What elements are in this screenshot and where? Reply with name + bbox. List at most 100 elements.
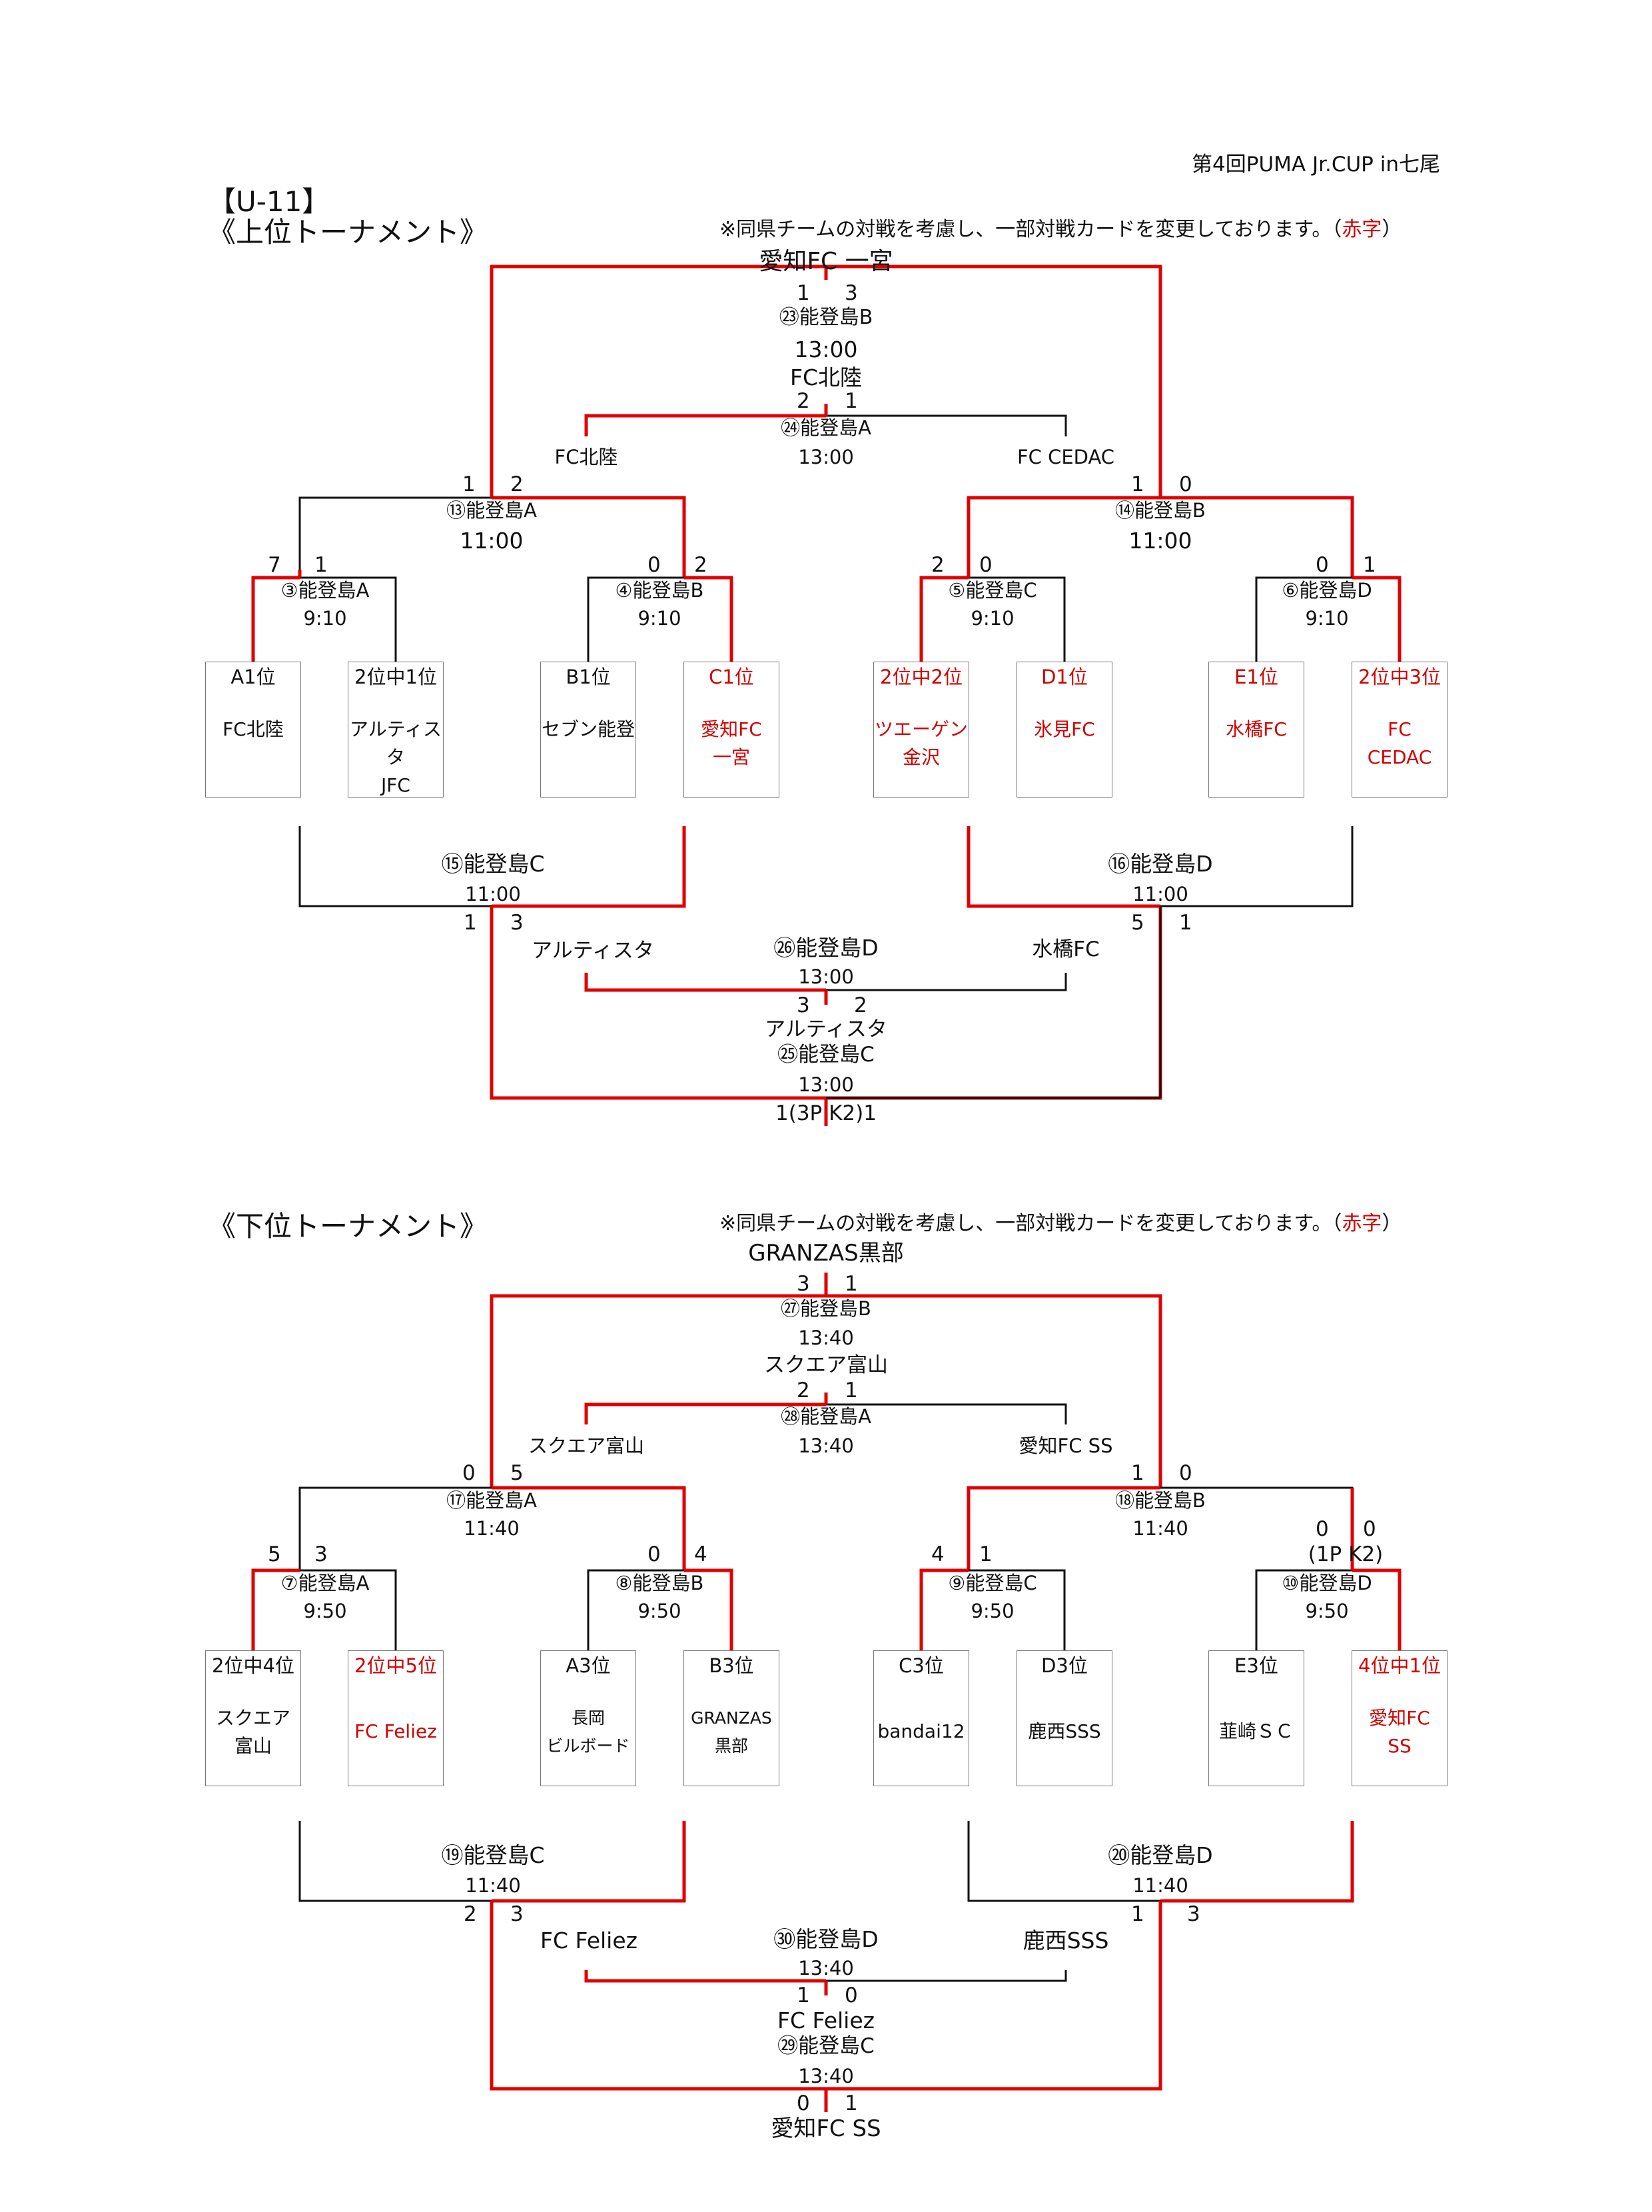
match-label: ㉙能登島C	[777, 2034, 875, 2058]
match-label: ⑰能登島A	[446, 1489, 537, 1512]
match-label: ⑩能登島D	[1282, 1572, 1372, 1594]
match-time: 9:50	[971, 1600, 1015, 1622]
match-label: ⑧能登島B	[615, 1572, 704, 1594]
score: 3	[314, 1542, 328, 1566]
match-time: 9:50	[1305, 1600, 1349, 1622]
match-time: 9:10	[1305, 607, 1349, 630]
match-time: 11:00	[1128, 528, 1192, 554]
score: 3	[1187, 1902, 1200, 1926]
seed-label: C1位	[709, 666, 754, 688]
team-box: C1位愛知FC 一宮	[683, 662, 779, 798]
score: 0	[647, 553, 661, 577]
score: 1	[462, 472, 476, 496]
team-box: D1位氷見FC	[1017, 662, 1112, 798]
match-label: ④能登島B	[615, 579, 704, 602]
match-time: 13:00	[798, 1073, 854, 1096]
seed-label: D1位	[1041, 666, 1088, 688]
team-name: 長岡 ビルボード	[546, 1708, 630, 1756]
category-title: 【U-11】	[208, 185, 330, 218]
score: 2	[797, 389, 810, 413]
match-time: 9:50	[637, 1600, 681, 1622]
pk-result: (1P K2)	[1308, 1542, 1384, 1566]
match-label: ㉚能登島D	[773, 1926, 879, 1952]
seed-label: A1位	[230, 666, 276, 688]
score: 0	[845, 1983, 858, 2007]
team-name: 韮崎ＳＣ	[1218, 1720, 1294, 1742]
score: 2	[854, 993, 867, 1017]
match-label: ㉔能登島A	[781, 416, 871, 439]
score: 2	[797, 1379, 810, 1402]
team-label: アルティスタ	[532, 939, 654, 963]
match-time: 9:10	[971, 607, 1015, 630]
team-label: 鹿西SSS	[1023, 1928, 1109, 1953]
score: 1	[1363, 553, 1376, 577]
match-time: 11:00	[1132, 883, 1188, 905]
team-name: GRANZAS 黒部	[691, 1708, 772, 1756]
score: 1	[797, 281, 810, 305]
score: 0	[1316, 553, 1329, 577]
score: 0	[647, 1542, 661, 1566]
score: 1	[797, 1983, 810, 2007]
team-box: E3位韮崎ＳＣ	[1208, 1650, 1304, 1786]
team-box: 2位中1位アルティスタ JFC	[348, 662, 444, 798]
upper-note: ※同県チームの対戦を考慮し、一部対戦カードを変更しております。（赤字）	[719, 218, 1402, 241]
score: 4	[931, 1542, 945, 1566]
match-time: 11:00	[465, 883, 521, 905]
score: 1	[979, 1542, 993, 1566]
match-label: ⑥能登島D	[1282, 579, 1372, 602]
lower-note: ※同県チームの対戦を考慮し、一部対戦カードを変更しております。（赤字）	[719, 1212, 1402, 1235]
team-name: FC CEDAC	[1367, 718, 1432, 768]
score: 5	[510, 1461, 524, 1485]
score: 7	[268, 553, 281, 577]
match-time: 13:00	[798, 965, 854, 988]
score: 0	[1179, 1461, 1192, 1485]
lower-champion: GRANZAS黒部	[748, 1240, 904, 1267]
upper-bracket-lines	[251, 265, 1402, 1126]
event-title: 第4回PUMA Jr.CUP in七尾	[1192, 153, 1440, 177]
team-box: E1位水橋FC	[1208, 662, 1304, 798]
team-box: B1位セブン能登	[540, 662, 636, 798]
score: 2	[931, 553, 945, 577]
seed-label: B1位	[566, 666, 611, 688]
lower-title: 《下位トーナメント》	[208, 1210, 488, 1243]
team-label: FC北陸	[554, 446, 618, 468]
score: 3	[797, 1272, 810, 1296]
team-box: D3位鹿西SSS	[1017, 1650, 1112, 1786]
seed-label: 2位中3位	[1358, 666, 1441, 688]
score: 1	[1131, 1461, 1144, 1485]
third-winner: スクエア富山	[764, 1353, 888, 1377]
match-time: 13:40	[798, 1957, 854, 1979]
seed-label: 2位中5位	[354, 1654, 437, 1677]
team-label: スクエア富山	[528, 1434, 645, 1457]
match-label: ⑳能登島D	[1108, 1842, 1213, 1868]
seed-label: E1位	[1234, 666, 1278, 688]
seed-label: A3位	[566, 1654, 611, 1677]
score: 3	[797, 993, 810, 1017]
team-name: スクエア 富山	[215, 1707, 290, 1757]
seed-label: 4位中1位	[1358, 1654, 1441, 1677]
team-box: 2位中3位 FC CEDAC	[1352, 662, 1447, 798]
match-time: 13:00	[794, 336, 858, 362]
upper-title: 《上位トーナメント》	[208, 216, 488, 249]
score: 3	[510, 911, 524, 935]
team-box: 2位中2位ツエーゲン 金沢	[873, 662, 969, 798]
seed-label: 2位中1位	[354, 666, 437, 688]
team-name: 愛知FC 一宮	[701, 718, 762, 768]
score: 5	[268, 1542, 281, 1566]
match-label: ㉗能登島B	[781, 1297, 871, 1320]
match-time: 13:40	[798, 1327, 854, 1349]
score: 1	[1131, 472, 1144, 496]
match-label: ⑮能登島C	[441, 851, 545, 877]
seed-label: D3位	[1041, 1654, 1088, 1677]
cons-winner: アルティスタ	[765, 1017, 887, 1041]
seed-label: 2位中2位	[880, 666, 963, 688]
match-time: 11:00	[460, 528, 524, 554]
seed-label: 2位中4位	[212, 1654, 294, 1677]
score: 1	[1179, 911, 1192, 935]
score: 1	[1131, 1902, 1144, 1926]
score: 1	[845, 389, 858, 413]
match-label: ⑲能登島C	[441, 1842, 545, 1868]
match-time: 13:40	[798, 1434, 854, 1457]
score: 0	[1179, 472, 1192, 496]
